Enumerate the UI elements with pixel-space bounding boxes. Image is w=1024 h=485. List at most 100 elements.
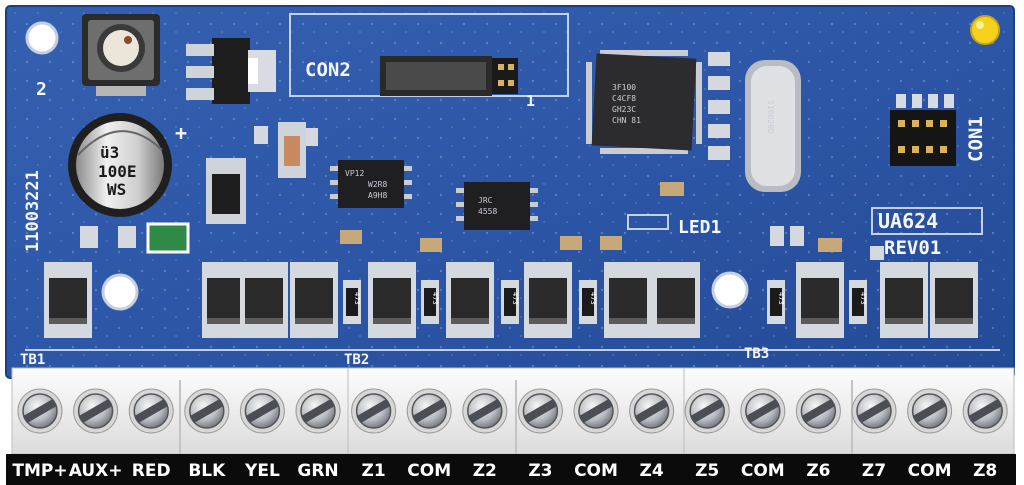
terminal-screw <box>17 388 63 434</box>
terminal-label: COM <box>908 461 952 481</box>
smd-resistor: 473 <box>501 280 519 324</box>
smd-resistor: 473 <box>343 280 361 324</box>
terminal-screw <box>962 388 1008 434</box>
svg-text:473: 473 <box>511 292 519 305</box>
part-number: 11003221 <box>23 170 43 252</box>
con2-header <box>380 56 518 96</box>
corner-number: 2 <box>36 79 47 100</box>
resistor-row: 473 473 473 473 473 473 <box>343 280 867 324</box>
smd-resistor: 473 <box>421 280 439 324</box>
terminal-label: COM <box>741 461 785 481</box>
terminal-label: RED <box>132 461 171 481</box>
svg-text:W2R8: W2R8 <box>368 180 387 189</box>
con2-pin-label: 1 <box>526 92 535 110</box>
capacitor-marking: WS <box>107 180 126 199</box>
mounting-hole <box>101 273 139 311</box>
svg-text:VP12: VP12 <box>345 169 364 178</box>
tb1-label: TB1 <box>20 352 45 368</box>
terminal-screw <box>629 388 675 434</box>
terminal-screw <box>795 388 841 434</box>
terminal-screw <box>573 388 619 434</box>
terminal-screw <box>73 388 119 434</box>
protection-diode <box>524 262 572 338</box>
polarity-mark: + <box>175 121 187 145</box>
protection-diode <box>930 262 978 338</box>
crystal-oscillator: S10020D <box>745 60 801 192</box>
terminal-label: YEL <box>244 461 280 481</box>
terminal-label-strip <box>6 454 1016 485</box>
led1-label: LED1 <box>678 217 721 238</box>
capacitor-marking: 100E <box>98 162 137 181</box>
opamp-ic: JRC 4558 <box>456 182 538 230</box>
svg-text:C4CF8: C4CF8 <box>612 94 636 103</box>
svg-text:3F100: 3F100 <box>612 83 636 92</box>
svg-text:473: 473 <box>589 292 597 305</box>
terminal-label: Z5 <box>695 461 719 481</box>
terminal-screw <box>128 388 174 434</box>
protection-diode <box>240 262 288 338</box>
svg-text:S10020D: S10020D <box>766 100 775 134</box>
terminal-label: Z3 <box>528 461 552 481</box>
smd-components <box>80 52 884 260</box>
svg-text:GH23C: GH23C <box>612 105 636 114</box>
tamper-switch <box>82 14 160 96</box>
protection-diode <box>652 262 700 338</box>
terminal-screws <box>17 388 1008 434</box>
mounting-hole <box>25 21 59 55</box>
terminal-label: Z6 <box>806 461 830 481</box>
protection-diode <box>880 262 928 338</box>
smd-transistor <box>206 158 246 224</box>
mounting-hole <box>711 271 749 309</box>
tb3-label: TB3 <box>744 346 769 362</box>
svg-text:473: 473 <box>353 292 361 305</box>
model-label: UA624 <box>878 209 938 233</box>
svg-text:4558: 4558 <box>478 207 497 216</box>
protection-diode <box>368 262 416 338</box>
terminal-screw <box>295 388 341 434</box>
microcontroller-chip: 3F100 C4CF8 GH23C CHN 81 <box>586 50 702 154</box>
con2-label: CON2 <box>305 59 351 81</box>
regulator-ic: VP12 W2R8 A9H8 <box>330 160 412 208</box>
svg-text:473: 473 <box>859 292 867 305</box>
terminal-screw <box>239 388 285 434</box>
terminal-screw <box>684 388 730 434</box>
terminal-screw <box>907 388 953 434</box>
terminal-label: COM <box>407 461 451 481</box>
terminal-screw <box>184 388 230 434</box>
terminal-label: TMP+ <box>12 461 67 481</box>
terminal-label: Z1 <box>362 461 386 481</box>
svg-text:473: 473 <box>777 292 785 305</box>
terminal-screw <box>740 388 786 434</box>
terminal-label: GRN <box>297 461 338 481</box>
fuse <box>146 222 190 254</box>
protection-diode <box>796 262 844 338</box>
svg-text:JRC: JRC <box>478 196 493 205</box>
con1-header <box>890 94 956 166</box>
terminal-screw <box>517 388 563 434</box>
terminal-screw <box>406 388 452 434</box>
terminal-label: COM <box>574 461 618 481</box>
voltage-regulator <box>186 38 276 104</box>
svg-text:473: 473 <box>431 292 439 305</box>
capacitor-marking: ü3 <box>100 143 119 162</box>
revision-label: REV01 <box>884 237 941 259</box>
protection-diode <box>446 262 494 338</box>
electrolytic-capacitor: ü3 100E WS <box>68 113 172 217</box>
smd-resistor: 473 <box>849 280 867 324</box>
terminal-blocks <box>11 367 1015 455</box>
terminal-label: AUX+ <box>69 461 123 481</box>
terminal-label: Z7 <box>862 461 886 481</box>
tb2-label: TB2 <box>344 352 369 368</box>
protection-diode <box>44 262 92 338</box>
terminal-label: Z8 <box>973 461 997 481</box>
diode-row <box>44 262 978 338</box>
smd-resistor: 473 <box>767 280 785 324</box>
terminal-label: Z4 <box>640 461 664 481</box>
smd-resistor: 473 <box>579 280 597 324</box>
protection-diode <box>290 262 338 338</box>
terminal-screw <box>462 388 508 434</box>
terminal-label: Z2 <box>473 461 497 481</box>
svg-text:CHN 81: CHN 81 <box>612 116 641 125</box>
